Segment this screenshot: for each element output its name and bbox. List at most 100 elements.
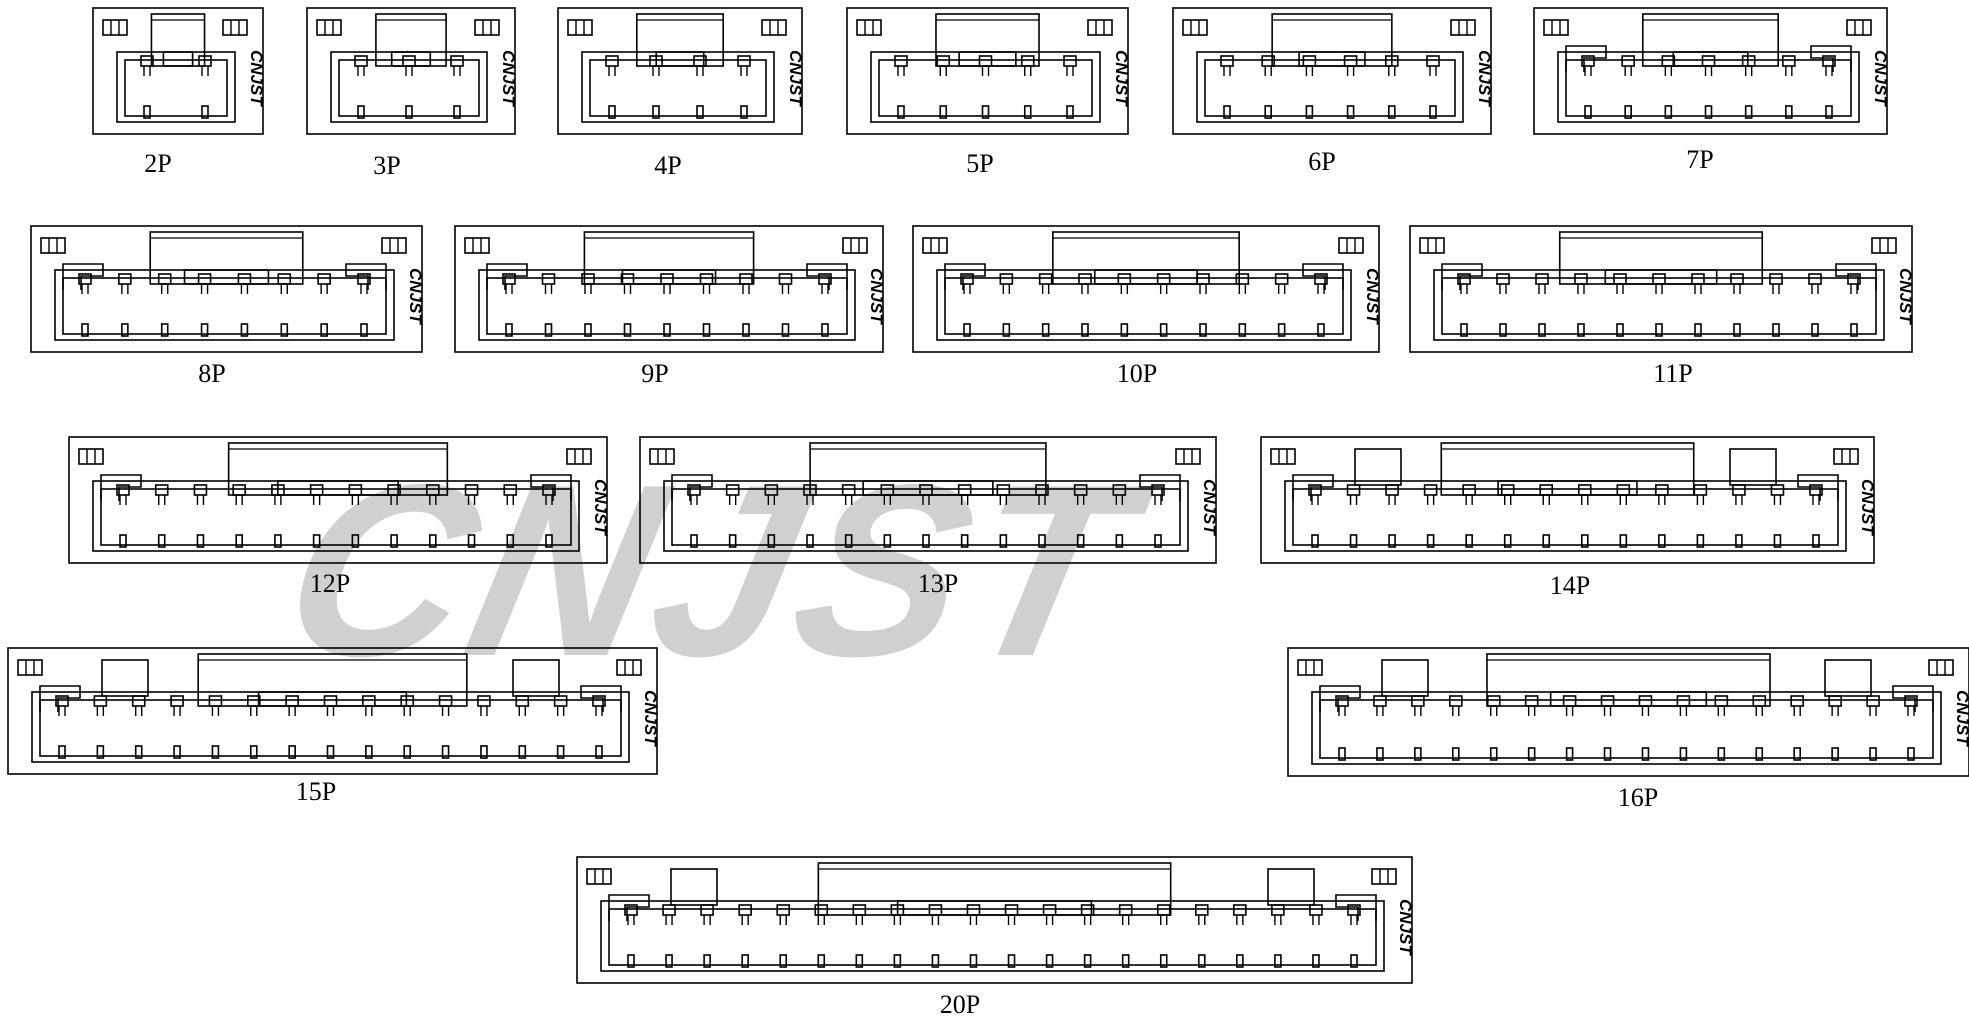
polarization-key-right xyxy=(530,474,572,501)
pin-contact xyxy=(1159,323,1168,337)
pin-head xyxy=(116,484,130,496)
pin-contact xyxy=(1603,747,1612,761)
latch-marker-right xyxy=(1846,19,1872,36)
polarization-key-left xyxy=(1441,263,1483,290)
pin-contact xyxy=(320,323,328,337)
pin-contact xyxy=(1452,747,1460,761)
pin-head xyxy=(317,273,331,285)
pin-head xyxy=(208,695,223,707)
pin-head xyxy=(960,273,974,285)
pin-head xyxy=(1769,273,1783,285)
pin-contact xyxy=(981,105,990,119)
pin-head xyxy=(928,904,943,916)
pin-contact xyxy=(1735,534,1743,548)
pin-head xyxy=(966,904,981,916)
pin-contact xyxy=(1066,105,1074,119)
pin-head xyxy=(1346,484,1361,496)
pin-head xyxy=(1616,484,1631,496)
pin-contact xyxy=(1772,323,1780,337)
latch-tab xyxy=(621,269,717,285)
latch-tab xyxy=(1672,51,1749,67)
pin-head xyxy=(1117,273,1132,285)
brand-text: CNJST xyxy=(1200,479,1219,536)
pin-head xyxy=(1457,273,1471,285)
pin-contact xyxy=(1076,534,1085,548)
latch-marker-left xyxy=(464,237,490,254)
cavity-inner xyxy=(338,59,480,117)
pin-contact xyxy=(1223,105,1231,119)
housing-outline xyxy=(1260,436,1875,564)
pin-contact xyxy=(806,534,814,548)
pin-head xyxy=(1196,273,1210,285)
polarization-key-right xyxy=(806,263,848,290)
pin-head xyxy=(1309,904,1323,916)
pin-head xyxy=(357,273,371,285)
pin-head xyxy=(354,55,368,67)
pin-contact xyxy=(81,323,89,337)
pin-contact xyxy=(1159,954,1168,968)
pin-head xyxy=(285,695,299,707)
pin-contact xyxy=(240,323,249,337)
pin-head xyxy=(1314,273,1328,285)
latch-marker-right xyxy=(1928,659,1954,676)
pin-contact xyxy=(690,534,698,548)
connector-label: 8P xyxy=(198,359,225,388)
housing-outline xyxy=(557,7,803,135)
latch-marker-right xyxy=(1871,237,1897,254)
pin-contact xyxy=(326,745,335,759)
polarization-key-left xyxy=(100,474,142,501)
polarization-key-left xyxy=(671,474,713,501)
pin-contact xyxy=(119,534,127,548)
cavity-inner xyxy=(486,277,848,335)
pin-contact xyxy=(453,105,461,119)
pin-head xyxy=(1714,695,1729,707)
latch-window xyxy=(1558,231,1764,285)
connector-label: 5P xyxy=(966,149,993,178)
brand-text: CNJST xyxy=(1475,50,1494,107)
pin-contact xyxy=(506,534,515,548)
pin-head xyxy=(1156,904,1171,916)
pin-head xyxy=(880,484,895,496)
latch-marker-right xyxy=(1175,448,1201,465)
pin-contact xyxy=(467,534,476,548)
pin-contact xyxy=(1197,954,1206,968)
pin-head xyxy=(198,55,212,67)
cavity-outer xyxy=(600,900,1385,972)
connector-label: 10P xyxy=(1117,359,1157,388)
pin-contact xyxy=(480,745,488,759)
pin-head xyxy=(1828,695,1842,707)
pin-contact xyxy=(429,534,437,548)
pin-head xyxy=(818,273,832,285)
pin-contact xyxy=(1655,323,1663,337)
latch-marker-left xyxy=(567,19,593,36)
pin-head xyxy=(1574,273,1588,285)
latch-marker-left xyxy=(1297,659,1323,676)
pin-head xyxy=(1732,484,1746,496)
pin-head xyxy=(438,695,453,707)
pin-contact xyxy=(1694,323,1702,337)
pin-contact xyxy=(702,323,711,337)
pin-head xyxy=(1524,695,1539,707)
latch-tab xyxy=(1549,691,1708,707)
pin-contact xyxy=(767,534,776,548)
latch-tab xyxy=(162,51,194,67)
pin-contact xyxy=(1236,954,1244,968)
pin-head xyxy=(1038,273,1053,285)
pin-contact xyxy=(173,745,181,759)
pin-head xyxy=(1621,55,1635,67)
key-block-right xyxy=(1824,659,1872,697)
cavity-inner xyxy=(608,908,1377,966)
pin-contact xyxy=(960,534,969,548)
pin-contact xyxy=(1238,323,1247,337)
housing-outline xyxy=(1172,7,1492,135)
housing-outline xyxy=(454,225,884,353)
pin-contact xyxy=(1565,747,1574,761)
polarization-key-right xyxy=(1797,474,1839,501)
latch-marker-right xyxy=(761,19,787,36)
pin-head xyxy=(271,484,285,496)
